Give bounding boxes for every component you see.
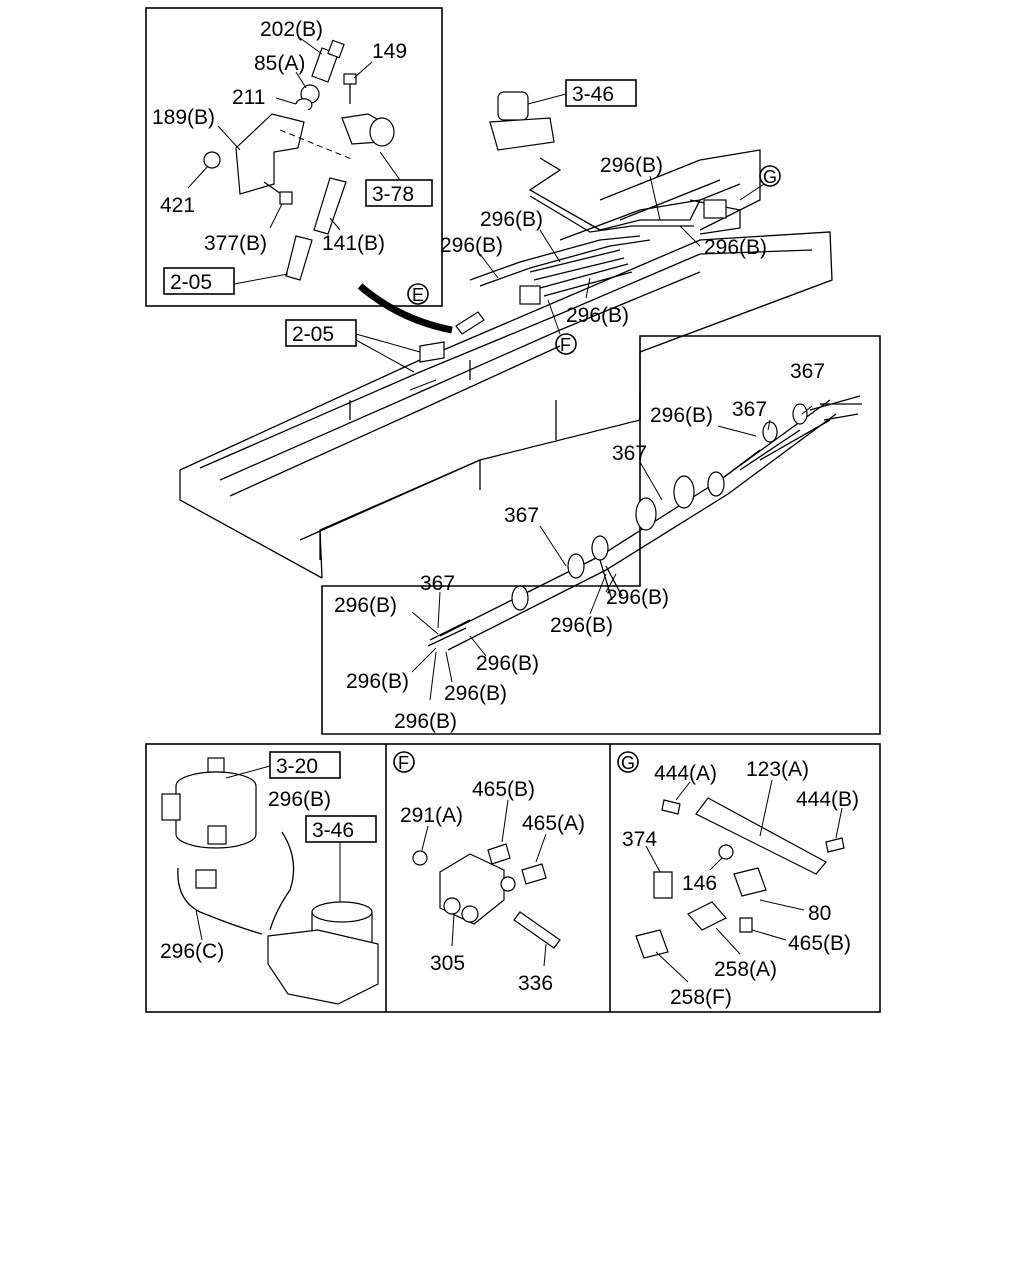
valve-g-part: [703, 199, 727, 219]
label-258a: 258(A): [714, 958, 777, 981]
bolt-444a-part: [661, 799, 681, 815]
block-258a-part: [687, 901, 727, 931]
bolt-202-part: [311, 39, 345, 83]
label-296b-main-2: 296(B): [480, 208, 543, 231]
bolt-465a-f-part: [521, 863, 547, 885]
chassis-frame: [179, 149, 833, 579]
panel-left: 3-20 296(B) 3-46 296(C): [160, 751, 379, 1005]
label-296b-h-6: 296(B): [346, 670, 409, 693]
label-291a: 291(A): [400, 804, 463, 827]
label-367-2: 367: [732, 398, 767, 421]
panel-g-marker: G: [621, 753, 635, 773]
marker-f-text: F: [560, 335, 571, 355]
elbow-258f-part: [635, 929, 669, 959]
label-211: 211: [232, 86, 265, 109]
bracket-189-part: [235, 113, 305, 195]
fitting-374-part: [653, 871, 673, 899]
label-444b: 444(B): [796, 788, 859, 811]
label-377b: 377(B): [204, 232, 267, 255]
label-367-1: 367: [790, 360, 825, 383]
bolt-149-part: [343, 73, 357, 104]
label-296b-h-1: 296(B): [650, 404, 713, 427]
label-367-5: 367: [420, 572, 455, 595]
label-296b-main-4: 296(B): [704, 236, 767, 259]
label-296b-h-3: 296(B): [606, 586, 669, 609]
bolt-377-part: [263, 181, 293, 205]
ref-3-46-main: 3-46: [572, 83, 614, 106]
air-dryer-part: [489, 91, 555, 151]
dryer-valve-part: [267, 901, 379, 1005]
ref-2-05-top: 2-05: [170, 271, 212, 294]
clip-211-part: [295, 98, 313, 111]
label-80: 80: [808, 902, 831, 925]
nut-291-part: [412, 850, 428, 866]
label-296b-main-1: 296(B): [600, 154, 663, 177]
panel-g: G 444(A) 123(A) 444(B) 374 146 80 465(B)…: [617, 751, 859, 1009]
label-465b-f: 465(B): [472, 778, 535, 801]
label-146: 146: [682, 872, 717, 895]
label-465b-g: 465(B): [788, 932, 851, 955]
bolt-444b-part: [825, 837, 845, 853]
label-141b: 141(B): [322, 232, 385, 255]
label-444a: 444(A): [654, 762, 717, 785]
nut-421-part: [203, 151, 221, 169]
label-465a: 465(A): [522, 812, 585, 835]
hose-e-part: [357, 283, 453, 334]
label-336: 336: [518, 972, 553, 995]
label-123a: 123(A): [746, 758, 809, 781]
panel-f: F 465(B) 291(A) 465(A) 305 336: [393, 751, 585, 995]
bracket-e-part: [419, 341, 445, 363]
marker-e-text: E: [412, 285, 424, 305]
detail-box-top-left: 202(B) 85(A) 149 211 189(B) 421 377(B) 1…: [145, 7, 443, 307]
hose-296b-part: [269, 831, 295, 931]
label-296b-main-5: 296(B): [566, 304, 629, 327]
bolt-336-part: [513, 911, 561, 949]
ref-3-78: 3-78: [372, 183, 414, 206]
label-85a: 85(A): [254, 52, 305, 75]
reservoir-part: [161, 757, 257, 849]
bottom-panels-frame: [145, 743, 881, 1013]
valve-f-part: [519, 285, 541, 305]
hose-296c-part: [177, 867, 263, 935]
panel-f-marker: F: [398, 753, 409, 773]
fitting-e-part: [455, 311, 485, 335]
label-421: 421: [160, 194, 195, 217]
label-374: 374: [622, 828, 657, 851]
label-296b-h-7: 296(B): [444, 682, 507, 705]
label-189b: 189(B): [152, 106, 215, 129]
marker-e: [407, 283, 429, 305]
label-296c: 296(C): [160, 940, 224, 963]
label-305: 305: [430, 952, 465, 975]
ref-3-46-left: 3-46: [312, 819, 354, 842]
fitting-141-part: [313, 177, 347, 235]
label-296b-left: 296(B): [268, 788, 331, 811]
marker-g: [759, 165, 781, 187]
label-296b-h-4: 296(B): [550, 614, 613, 637]
label-296b-h-8: 296(B): [394, 710, 457, 733]
label-296b-h-5: 296(B): [476, 652, 539, 675]
ref-3-20: 3-20: [276, 755, 318, 778]
label-258f: 258(F): [670, 986, 732, 1009]
label-149: 149: [372, 40, 407, 63]
label-296b-h-2: 296(B): [334, 594, 397, 617]
label-202b: 202(B): [260, 18, 323, 41]
manifold-f-part: [439, 853, 516, 925]
marker-f: [555, 333, 577, 355]
bolt-205-part: [285, 235, 313, 281]
bracket-123-part: [695, 797, 827, 875]
marker-g-text: G: [763, 167, 777, 187]
ref-2-05-main: 2-05: [292, 323, 334, 346]
tee-80-part: [733, 867, 767, 897]
label-296b-main-3: 296(B): [440, 234, 503, 257]
bolt-465b-f-part: [487, 843, 511, 865]
label-367-3: 367: [612, 442, 647, 465]
pipe-harness-part: [427, 395, 862, 651]
bolt-465b-g-part: [739, 917, 753, 933]
label-367-4: 367: [504, 504, 539, 527]
harness-detail-box: 367 367 296(B) 367 367 367 296(B) 296(B)…: [321, 335, 881, 735]
nut-146-part: [718, 844, 734, 860]
clamp-part: [341, 113, 395, 147]
